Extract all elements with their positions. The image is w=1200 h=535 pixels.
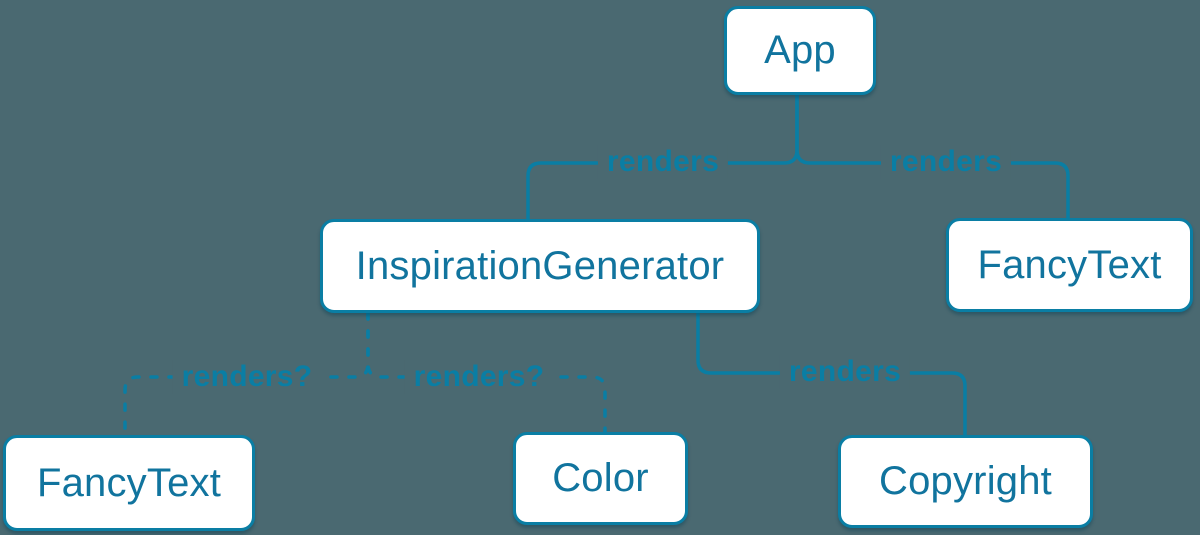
node-fancy-text-top: FancyText	[946, 218, 1193, 312]
edge-label-renders-bottom: renders	[779, 355, 911, 389]
node-app: App	[724, 6, 876, 95]
node-inspiration-generator: InspirationGenerator	[320, 219, 760, 313]
edge-label-renders-question-left: renders?	[172, 360, 322, 394]
node-copyright: Copyright	[838, 435, 1093, 528]
node-fancy-text-bottom: FancyText	[3, 435, 255, 531]
edge-inspirationgenerator-color	[366, 311, 607, 434]
edge-label-renders-question-right: renders?	[404, 360, 554, 394]
edge-label-renders-left: renders	[597, 145, 729, 179]
node-color: Color	[513, 432, 688, 525]
edge-label-renders-right: renders	[880, 145, 1012, 179]
